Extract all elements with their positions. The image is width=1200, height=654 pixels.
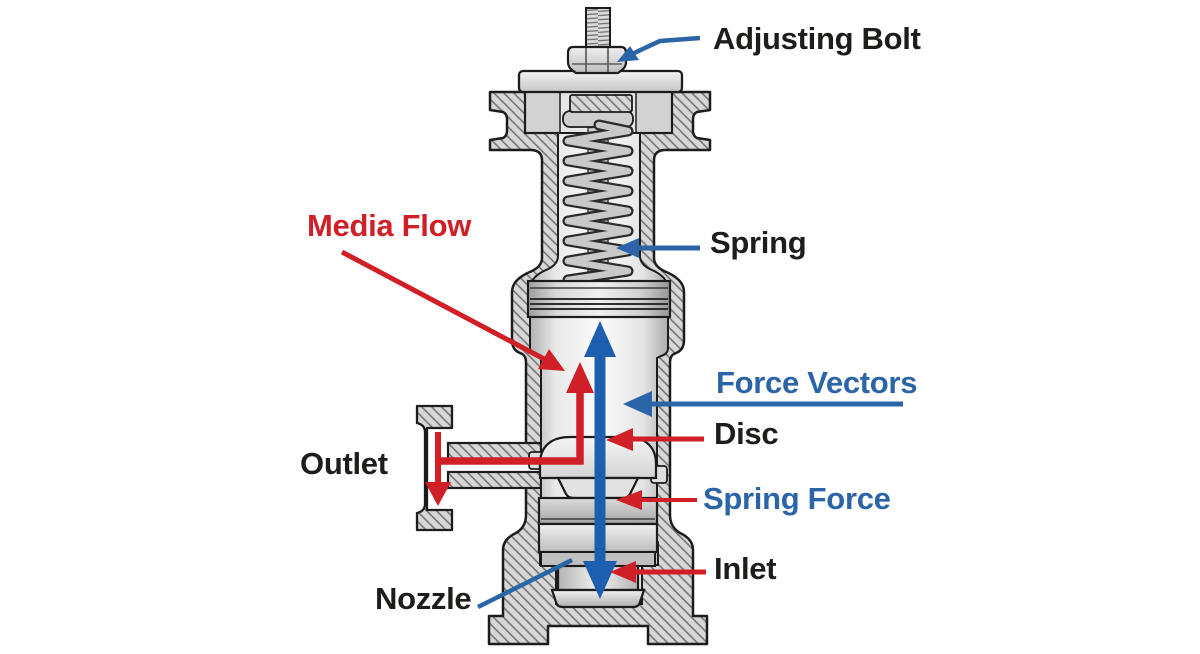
- media-flow-path-arrow: [425, 362, 594, 506]
- media-flow-leader-arrow: [340, 249, 565, 371]
- disc-leader-arrow: [606, 428, 704, 451]
- nozzle-label: Nozzle: [375, 581, 472, 616]
- media-flow-label: Media Flow: [307, 208, 472, 243]
- inlet-leader-arrow: [610, 561, 706, 583]
- inlet-label: Inlet: [714, 551, 777, 586]
- force-vectors-leader-arrow: [623, 391, 903, 417]
- outlet-pipe-wall-bottom: [446, 470, 543, 490]
- outlet-pipe-wall-top: [446, 441, 543, 461]
- adjusting-bolt-drawing: [566, 7, 628, 75]
- adjusting-bolt-label: Adjusting Bolt: [713, 21, 921, 56]
- spring-force-label: Spring Force: [703, 481, 891, 516]
- spring-label: Spring: [710, 225, 807, 260]
- piston-drawing: [526, 279, 672, 319]
- spring-leader-arrow: [616, 238, 700, 258]
- outlet-label: Outlet: [300, 446, 388, 481]
- outlet-flange: [415, 404, 454, 532]
- spring-drawing: [562, 94, 634, 290]
- force-vector-arrow: [583, 321, 617, 599]
- nozzle-leader-line: [476, 557, 574, 610]
- force-vectors-label: Force Vectors: [716, 365, 918, 400]
- adjusting-bolt-leader-arrow: [617, 35, 701, 62]
- spring-force-leader-arrow: [616, 490, 697, 510]
- disc-label: Disc: [714, 416, 779, 451]
